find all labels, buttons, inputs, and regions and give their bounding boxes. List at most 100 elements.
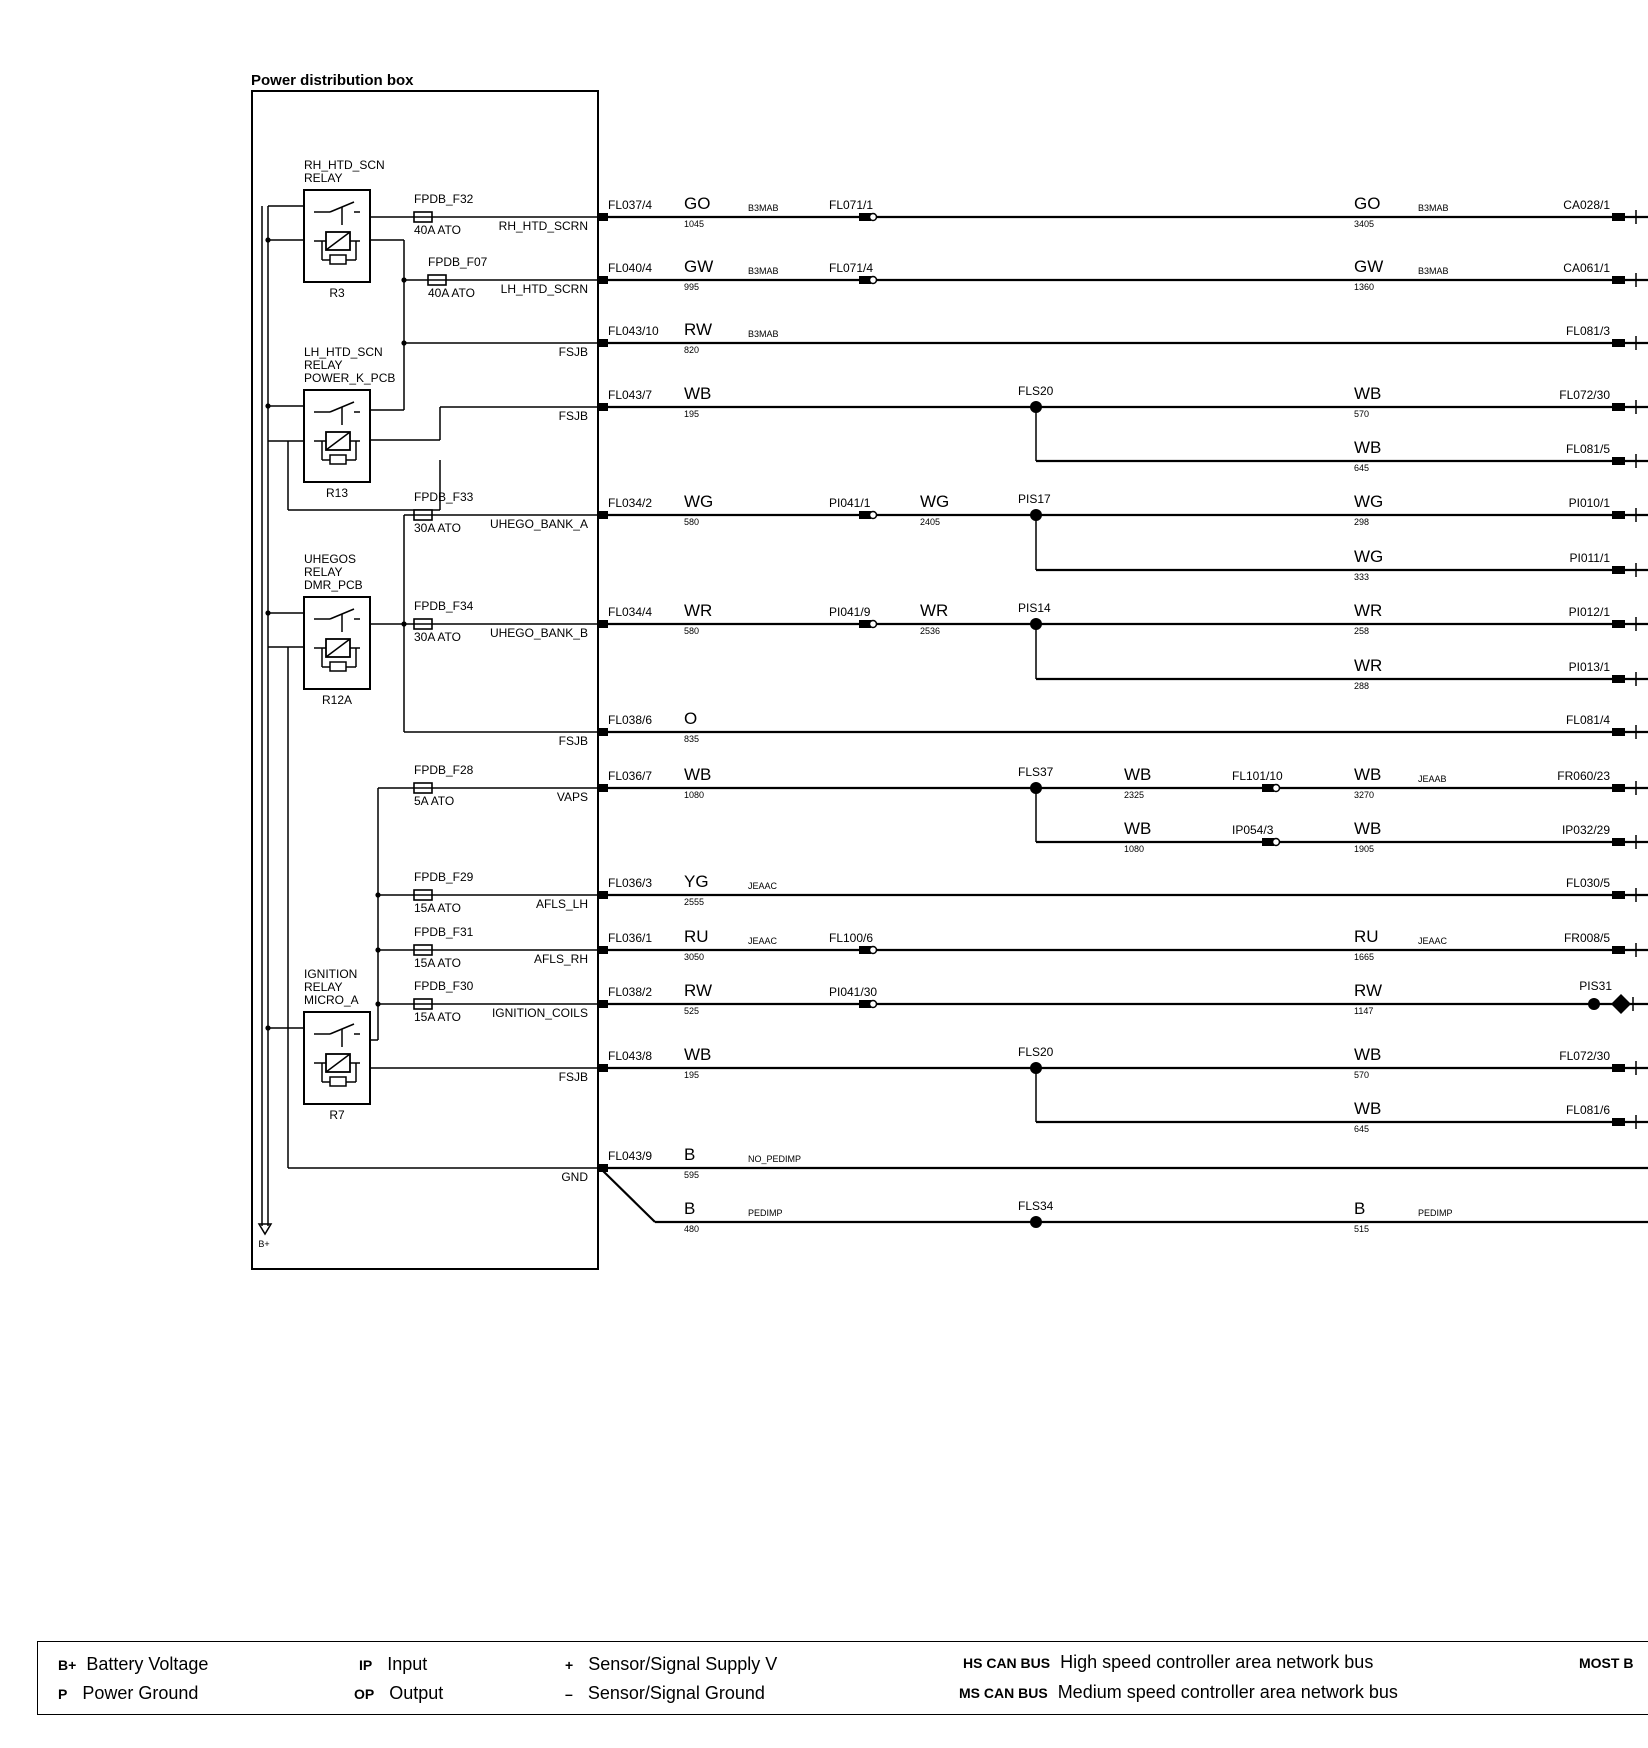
fuse-label: FPDB_F30 — [414, 979, 474, 993]
output-label: VAPS — [557, 790, 588, 804]
fuse-label: FPDB_F33 — [414, 490, 474, 504]
wire-number: 258 — [1354, 626, 1369, 636]
output-label: FSJB — [559, 1070, 588, 1084]
inline-connector-icon — [1262, 838, 1274, 846]
connector-label: FL036/1 — [608, 931, 652, 945]
connector-pin-icon — [598, 403, 608, 411]
power-distribution-box — [251, 90, 599, 1270]
fuse-label: FPDB_F34 — [414, 599, 474, 613]
splice-dot-icon — [1030, 1216, 1042, 1228]
connector-pin-icon — [598, 339, 608, 347]
fuse-rating: 15A ATO — [414, 956, 461, 970]
wire-number: 1905 — [1354, 844, 1374, 854]
inline-connector-icon — [859, 213, 871, 221]
wire-number: 1045 — [684, 219, 704, 229]
wire-color: WB — [1354, 384, 1381, 403]
inline-connector-label: FL071/4 — [829, 261, 873, 275]
connector-pin-icon — [598, 784, 608, 792]
legend-item-battery: B+ Battery Voltage — [58, 1654, 209, 1674]
fuse-rating: 15A ATO — [414, 901, 461, 915]
wire-number: 645 — [1354, 1124, 1369, 1134]
legend-item-power-ground: P Power Ground — [58, 1683, 199, 1703]
fuse-rating: 40A ATO — [428, 286, 475, 300]
splice-label: FLS37 — [1018, 765, 1054, 779]
inline-connector-socket-icon — [1271, 783, 1281, 793]
wire-color: WR — [1354, 601, 1382, 620]
relay-name: RELAY — [304, 358, 342, 372]
inline-connector-icon — [1262, 784, 1274, 792]
wire-number: 333 — [1354, 572, 1369, 582]
relay-coil-diagonal — [325, 638, 351, 658]
wire-color: WB — [1124, 765, 1151, 784]
fuse-rating: 15A ATO — [414, 1010, 461, 1024]
relay-name: LH_HTD_SCN — [304, 345, 383, 359]
terminal-pin-icon — [1612, 784, 1625, 792]
terminal-pin-icon — [1612, 213, 1625, 221]
fuse-label: FPDB_F29 — [414, 870, 474, 884]
terminal-pin-icon — [1612, 276, 1625, 284]
wire-number: 515 — [1354, 1224, 1369, 1234]
terminal-pin-icon — [1612, 339, 1625, 347]
fuse-label: FPDB_F07 — [428, 255, 488, 269]
relay-id: R13 — [326, 486, 348, 500]
battery-arrow-icon — [257, 1223, 273, 1236]
relay-resistor-icon — [329, 454, 347, 465]
output-label: UHEGO_BANK_B — [490, 626, 588, 640]
fuse-label: FPDB_F31 — [414, 925, 474, 939]
wire-color: B — [1354, 1199, 1365, 1218]
wire-number: 298 — [1354, 517, 1369, 527]
inline-connector-label: FL071/1 — [829, 198, 873, 212]
wire-color: GO — [1354, 194, 1380, 213]
wire-number: 580 — [684, 626, 699, 636]
relay-name: RELAY — [304, 171, 342, 185]
harness-label: PEDIMP — [748, 1208, 783, 1218]
harness-label: NO_PEDIMP — [748, 1154, 801, 1164]
wire-color: WB — [684, 1045, 711, 1064]
relay-name: DMR_PCB — [304, 578, 363, 592]
relay-name: POWER_K_PCB — [304, 371, 395, 385]
fuse-label: FPDB_F28 — [414, 763, 474, 777]
terminal-pin-icon — [1612, 891, 1625, 899]
wire-color: O — [684, 709, 697, 728]
wire-number: 1147 — [1354, 1006, 1373, 1016]
relay-id: R7 — [329, 1108, 345, 1122]
relay-coil-diagonal — [325, 431, 351, 451]
harness-label: B3MAB — [1418, 203, 1449, 213]
inline-connector-icon — [859, 620, 871, 628]
wire-number: 645 — [1354, 463, 1369, 473]
connector-label: FL036/7 — [608, 769, 652, 783]
wire-number: 288 — [1354, 681, 1369, 691]
wire-color: WB — [1354, 1045, 1381, 1064]
destination-label: FL081/4 — [1566, 713, 1610, 727]
connector-pin-icon — [598, 276, 608, 284]
harness-label: B3MAB — [1418, 266, 1449, 276]
relay-name: UHEGOS — [304, 552, 356, 566]
output-label: FSJB — [559, 409, 588, 423]
terminal-pin-icon — [1612, 838, 1625, 846]
harness-label: B3MAB — [748, 203, 779, 213]
output-label: IGNITION_COILS — [492, 1006, 588, 1020]
destination-label: FL072/30 — [1559, 1049, 1610, 1063]
output-label: LH_HTD_SCRN — [501, 282, 588, 296]
wire-number: 2325 — [1124, 790, 1144, 800]
wire-color: RW — [684, 981, 712, 1000]
legend-item-most: MOST B — [1579, 1655, 1634, 1671]
wire-color: RU — [684, 927, 709, 946]
junction-dot-icon — [401, 340, 407, 346]
connector-pin-icon — [598, 728, 608, 736]
fuse-label: FPDB_F32 — [414, 192, 474, 206]
splice-label: FLS20 — [1018, 1045, 1054, 1059]
wire-color: WB — [1354, 765, 1381, 784]
relay-resistor-icon — [329, 254, 347, 265]
wire-number: 2555 — [684, 897, 704, 907]
terminal-pin-icon — [1612, 457, 1625, 465]
connector-pin-icon — [598, 946, 608, 954]
